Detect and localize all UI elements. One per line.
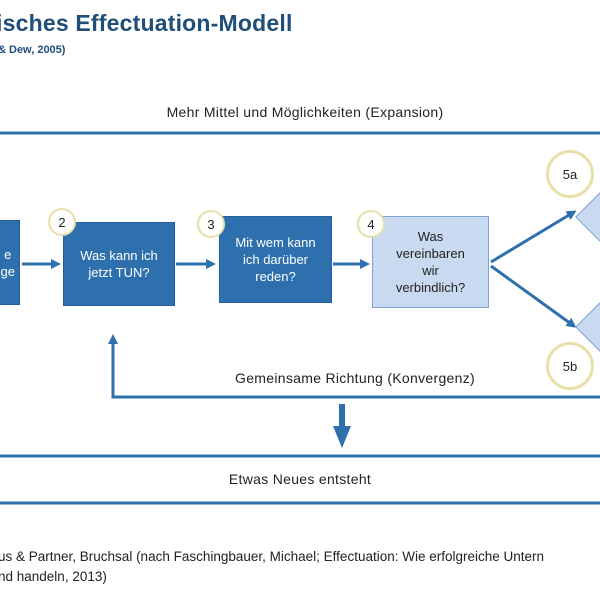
result-label: Etwas Neues entsteht (228, 471, 372, 487)
step-box-1: e ge (0, 220, 20, 305)
step-text-1: e ge (0, 246, 15, 279)
step-box-4: Was vereinbaren wir verbindlich? (372, 216, 489, 308)
source-footer: us & Partner, Bruchsal (nach Faschingbau… (0, 547, 544, 587)
expansion-label: Mehr Mittel und Möglichkeiten (Expansion… (166, 104, 444, 120)
footer-line-2: nd handeln, 2013) (0, 569, 107, 584)
footer-line-1: us & Partner, Bruchsal (nach Faschingbau… (0, 549, 545, 564)
step-box-2: Was kann ich jetzt TUN? (63, 222, 175, 306)
arrow-4-5b (490, 264, 577, 328)
step-box-3: Mit wem kann ich darüber reden? (219, 216, 332, 303)
step-number-2: 2 (48, 208, 76, 236)
diagram-title: isches Effectuation-Modell (0, 10, 293, 36)
step-text-2: Was kann ich jetzt TUN? (80, 248, 158, 280)
diagram-subtitle: & Dew, 2005) (0, 44, 66, 56)
step-number-3: 3 (197, 210, 225, 238)
convergence-line (108, 334, 600, 399)
convergence-label: Gemeinsame Richtung (Konvergenz) (235, 370, 475, 386)
arrow-4-5a (490, 210, 577, 264)
branch-number-5a: 5a (546, 150, 594, 198)
step-number-4: 4 (357, 210, 385, 238)
step-text-4: Was vereinbaren wir verbindlich? (395, 229, 466, 295)
branch-number-5b: 5b (546, 342, 594, 390)
step-text-3: Mit wem kann ich darüber reden? (235, 235, 316, 284)
